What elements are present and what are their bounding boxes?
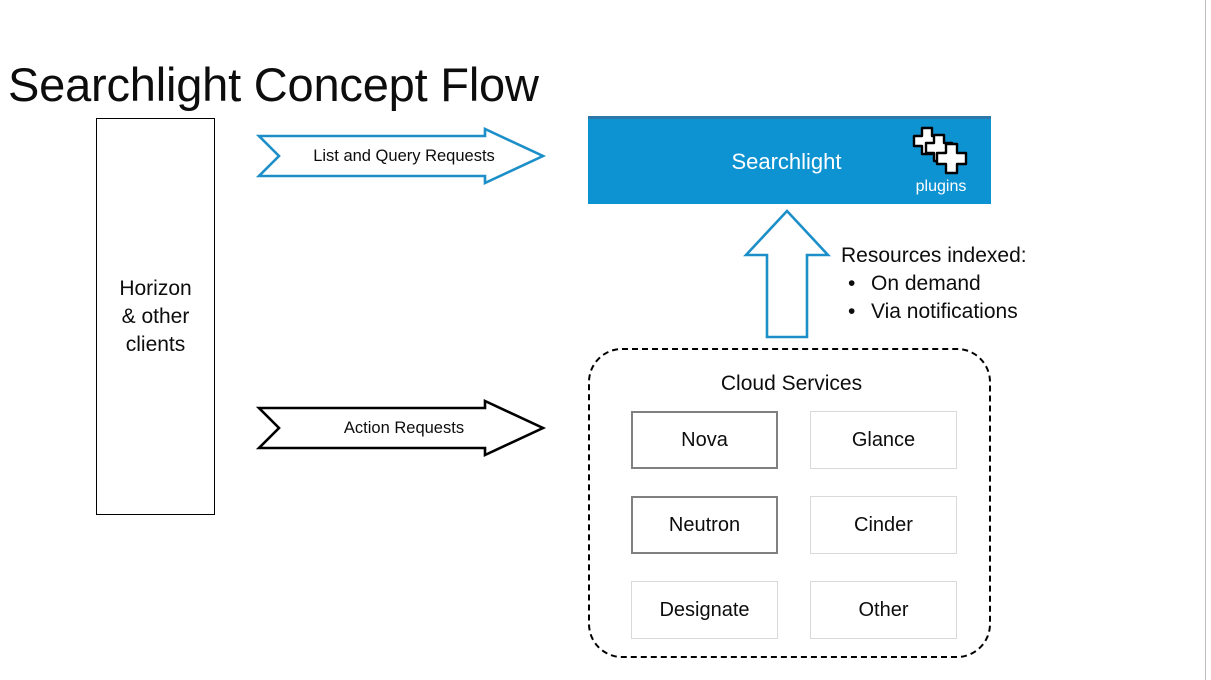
resources-indexed-heading: Resources indexed: — [841, 244, 1027, 267]
up-arrow-icon — [743, 209, 831, 339]
service-box-neutron[interactable]: Neutron — [631, 496, 778, 554]
right-arrow-icon — [255, 126, 547, 186]
arrow-action-requests: Action Requests — [255, 398, 547, 458]
service-box-label: Designate — [659, 598, 750, 621]
right-arrow-icon — [255, 398, 547, 458]
arrow-index-flow — [743, 208, 831, 340]
clients-box: Horizon & other clients — [96, 118, 215, 515]
searchlight-title: Searchlight — [731, 148, 842, 174]
service-box-designate[interactable]: Designate — [631, 581, 778, 639]
list-item: • On demand — [841, 270, 1141, 298]
bullet-icon: • — [848, 272, 856, 295]
list-item-label: On demand — [871, 272, 981, 295]
arrow-action-requests-label: Action Requests — [343, 418, 465, 437]
page-title: Searchlight Concept Flow — [8, 58, 539, 111]
arrow-list-and-query-requests: List and Query Requests — [255, 126, 547, 186]
puzzle-pieces-icon — [912, 126, 968, 175]
service-box-nova[interactable]: Nova — [631, 411, 778, 469]
service-box-glance[interactable]: Glance — [810, 411, 957, 469]
arrow-list-and-query-requests-label: List and Query Requests — [313, 146, 495, 165]
bullet-icon: • — [848, 300, 856, 323]
service-box-label: Nova — [681, 428, 728, 451]
service-box-cinder[interactable]: Cinder — [810, 496, 957, 554]
plugins-badge: plugins — [901, 125, 981, 203]
service-box-other[interactable]: Other — [810, 581, 957, 639]
service-box-label: Glance — [851, 428, 916, 451]
clients-box-label: Horizon & other clients — [119, 276, 192, 356]
list-item: • Via notifications — [841, 298, 1141, 326]
service-box-label: Neutron — [668, 513, 741, 536]
plugins-label: plugins — [915, 178, 967, 195]
resources-indexed-block: Resources indexed: • On demand • Via not… — [841, 242, 1141, 326]
service-box-label: Cinder — [854, 513, 913, 536]
resources-indexed-list: • On demand • Via notifications — [841, 270, 1141, 326]
cloud-services-grid: Nova Glance Neutron Cinder Designate Oth… — [631, 411, 958, 639]
cloud-services-title: Cloud Services — [720, 372, 863, 395]
service-box-label: Other — [858, 598, 909, 621]
cloud-services-container: Cloud Services Nova Glance Neutron Cinde… — [588, 348, 991, 658]
searchlight-header: Searchlight plugins — [588, 116, 991, 204]
list-item-label: Via notifications — [871, 300, 1018, 323]
page-edge-rule — [1205, 0, 1206, 680]
